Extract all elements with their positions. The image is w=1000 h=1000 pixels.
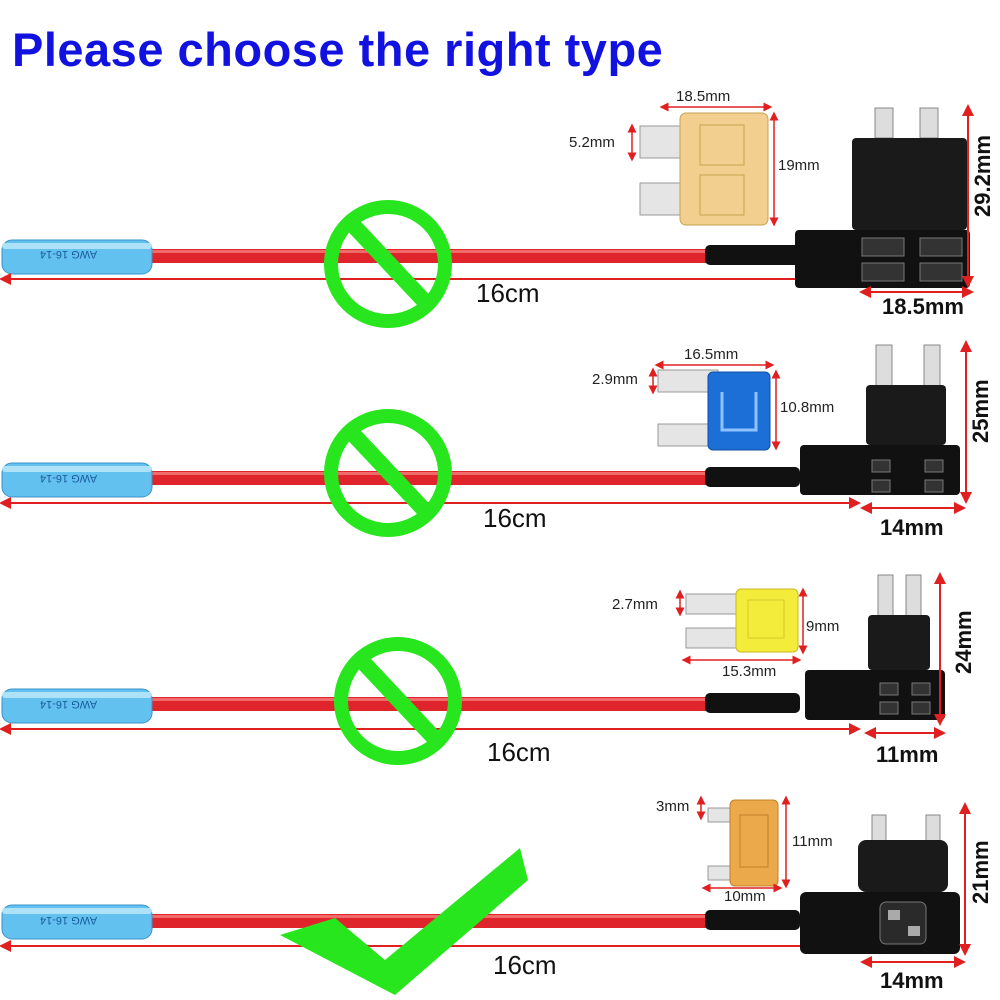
low-profile-mini-fuse	[685, 588, 799, 653]
wire-length: 16cm	[483, 503, 547, 533]
wire-length: 16cm	[493, 950, 557, 980]
holder-width: 11mm	[876, 742, 939, 767]
prohibited-icon	[324, 200, 452, 328]
fuse-width: 16.5mm	[684, 346, 739, 363]
fuse-width: 10mm	[724, 888, 766, 905]
fuse-blade: 2.7mm	[612, 596, 658, 613]
holder-width: 14mm	[880, 968, 944, 993]
fuse-tap-holder	[805, 574, 945, 720]
page-title: Please choose the right type	[12, 23, 664, 76]
fuse-tap-holder	[800, 344, 960, 495]
wire-length: 16cm	[487, 737, 551, 767]
fuse-height: 19mm	[778, 157, 820, 174]
prohibited-icon	[324, 409, 452, 537]
wire-sleeve	[705, 693, 800, 713]
holder-width: 14mm	[880, 515, 944, 540]
fuse-height: 9mm	[806, 618, 840, 635]
fuse-tap-holder	[795, 107, 970, 288]
fuse-width: 18.5mm	[676, 88, 731, 105]
wire-sleeve	[705, 467, 800, 487]
prohibited-icon	[334, 637, 462, 765]
fuse-blade: 2.9mm	[592, 371, 638, 388]
fuse-width: 15.3mm	[722, 663, 777, 680]
holder-width: 18.5mm	[882, 294, 964, 319]
fuse-blade: 3mm	[656, 798, 690, 815]
checkmark-icon	[280, 848, 528, 995]
fuse-height: 10.8mm	[780, 399, 835, 416]
connector-label: AWG 16-14	[40, 914, 98, 926]
fuse-blade: 5.2mm	[569, 134, 615, 151]
wire-length: 16cm	[476, 278, 540, 308]
holder-height: 21mm	[968, 840, 993, 904]
mini-fuse	[657, 369, 771, 451]
fuse-height: 11mm	[792, 833, 833, 850]
wire-sleeve	[705, 910, 800, 930]
micro2-fuse	[707, 799, 779, 887]
wire-sleeve	[705, 245, 800, 265]
fuse-tap-holder	[800, 814, 960, 954]
standard-fuse	[639, 112, 769, 226]
